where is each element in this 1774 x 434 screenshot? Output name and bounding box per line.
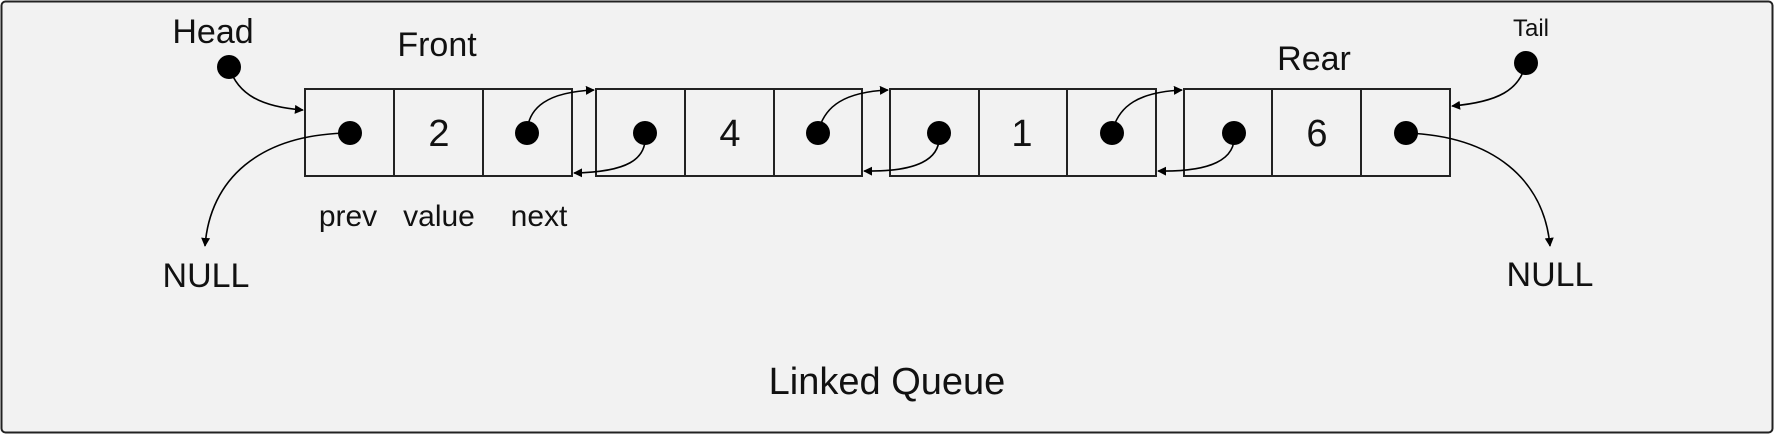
null-left-label: NULL bbox=[163, 257, 250, 295]
tail-label: Tail bbox=[1513, 15, 1549, 42]
front-label: Front bbox=[397, 26, 477, 64]
diagram-title: Linked Queue bbox=[769, 361, 1006, 403]
null-right-label: NULL bbox=[1507, 256, 1594, 294]
prev-arrow bbox=[863, 132, 940, 176]
next-arrow bbox=[526, 85, 595, 134]
queue-node: 4 bbox=[595, 88, 863, 177]
rear-label: Rear bbox=[1277, 40, 1351, 78]
prev-arrow bbox=[573, 132, 646, 178]
next-arrow bbox=[817, 85, 889, 134]
queue-node: 1 bbox=[889, 88, 1157, 177]
prev-arrow bbox=[1157, 132, 1235, 176]
head-label: Head bbox=[172, 13, 253, 51]
field-label-next: next bbox=[511, 200, 568, 233]
node-value: 4 bbox=[719, 113, 740, 155]
tail-arrow bbox=[1451, 62, 1527, 110]
node-value: 6 bbox=[1306, 113, 1327, 155]
field-label-prev: prev bbox=[319, 200, 377, 233]
head-arrow bbox=[228, 66, 304, 114]
next-arrow bbox=[1111, 85, 1183, 134]
field-label-value: value bbox=[403, 200, 475, 233]
null-right-arrow bbox=[1405, 132, 1554, 247]
node-value: 1 bbox=[1011, 113, 1032, 155]
node-value: 2 bbox=[428, 113, 449, 155]
null-left-arrow bbox=[201, 132, 351, 247]
queue-node: 6 bbox=[1183, 88, 1451, 177]
